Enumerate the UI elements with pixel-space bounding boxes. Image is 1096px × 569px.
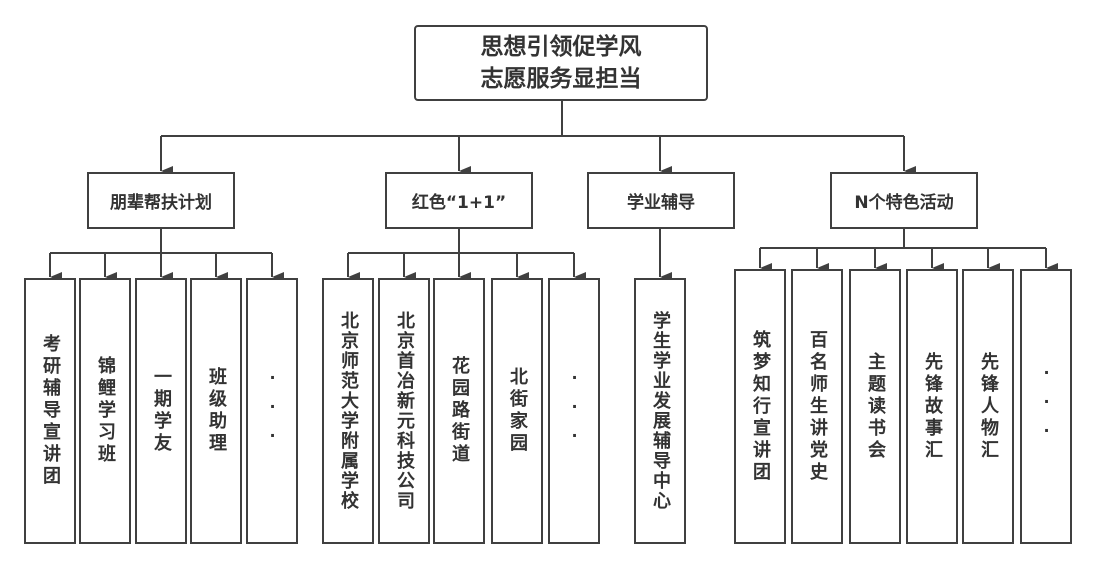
leaf-node: 一期学友: [135, 278, 187, 544]
leaf-node: 筑梦知行宣讲团: [734, 269, 786, 544]
leaf-label: 班级助理: [206, 367, 227, 455]
ellipsis-label: ···: [263, 367, 282, 455]
leaf-label: 学生学业发展辅导中心: [650, 311, 671, 511]
leaf-label: 百名师生讲党史: [807, 329, 828, 484]
leaf-node: 锦鲤学习班: [79, 278, 131, 544]
leaf-node: 百名师生讲党史: [791, 269, 843, 544]
leaf-label: 一期学友: [151, 367, 172, 455]
leaf-node: 先锋人物汇: [962, 269, 1014, 544]
ellipsis-label: ···: [565, 367, 584, 455]
ellipsis-label: ···: [1037, 363, 1056, 450]
root-title-line-1: 思想引领促学风: [480, 34, 642, 60]
leaf-label: 主题读书会: [865, 351, 886, 462]
root-node: 思想引领促学风 志愿服务显担当: [414, 25, 708, 101]
leaf-label: 先锋故事汇: [922, 351, 943, 462]
leaf-node: 班级助理: [190, 278, 242, 544]
leaf-node: 主题读书会: [849, 269, 901, 544]
leaf-label: 先锋人物汇: [978, 351, 999, 462]
branch-node-red-1plus1: 红色“1+1”: [385, 172, 533, 229]
leaf-node-ellipsis: ···: [246, 278, 298, 544]
leaf-label: 考研辅导宣讲团: [40, 334, 61, 488]
leaf-node: 北京师范大学附属学校: [322, 278, 374, 544]
branch-node-academic-tutoring: 学业辅导: [587, 172, 735, 229]
leaf-label: 北京首冶新元科技公司: [394, 311, 415, 511]
leaf-label: 锦鲤学习班: [95, 356, 116, 466]
root-title-line-2: 志愿服务显担当: [480, 66, 642, 92]
leaf-node: 北京首冶新元科技公司: [378, 278, 430, 544]
leaf-node-ellipsis: ···: [1020, 269, 1072, 544]
branch-label: 学业辅导: [627, 193, 695, 213]
leaf-node: 花园路街道: [433, 278, 485, 544]
branch-node-special-activities: N个特色活动: [830, 172, 978, 229]
leaf-label: 北京师范大学附属学校: [338, 311, 359, 511]
leaf-node-ellipsis: ···: [548, 278, 600, 544]
leaf-label: 花园路街道: [449, 356, 470, 466]
branch-label: 红色“1+1”: [411, 193, 507, 213]
leaf-node: 学生学业发展辅导中心: [634, 278, 686, 544]
leaf-label: 筑梦知行宣讲团: [750, 329, 771, 484]
leaf-node: 先锋故事汇: [906, 269, 958, 544]
leaf-node: 考研辅导宣讲团: [24, 278, 76, 544]
branch-label: 朋辈帮扶计划: [110, 193, 212, 213]
branch-node-peer-support: 朋辈帮扶计划: [87, 172, 235, 229]
leaf-label: 北街家园: [507, 367, 528, 455]
branch-label: N个特色活动: [854, 193, 954, 213]
leaf-node: 北街家园: [491, 278, 543, 544]
